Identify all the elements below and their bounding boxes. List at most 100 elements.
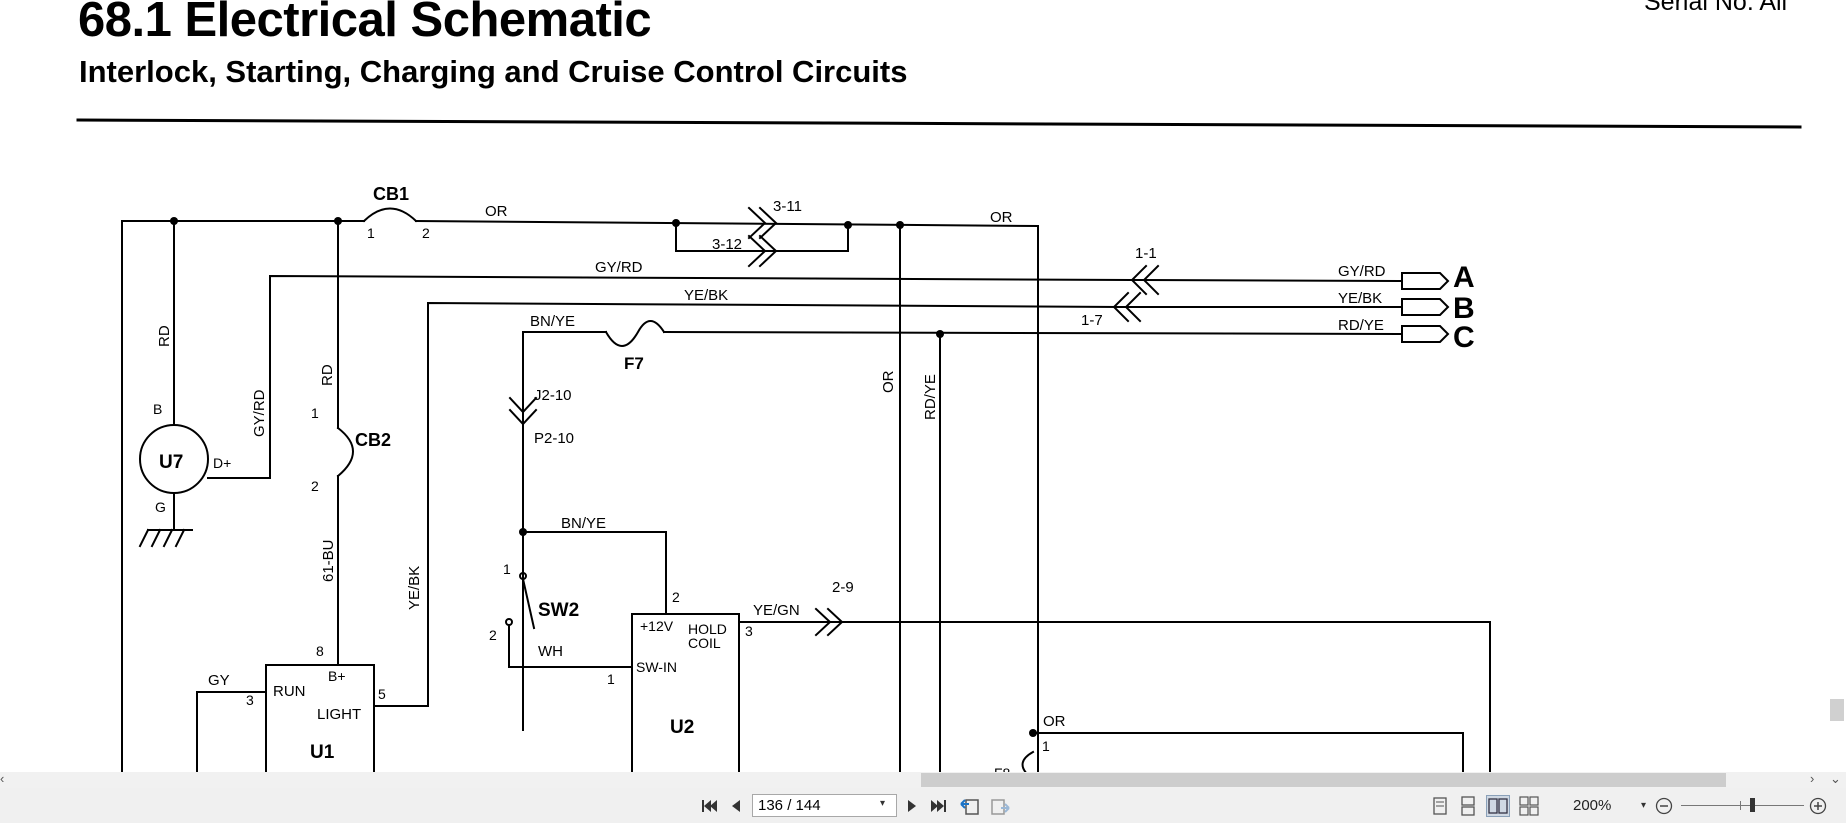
- wire-label-or: OR: [485, 203, 508, 220]
- first-page-button[interactable]: [698, 795, 720, 817]
- connector-p2-10-label: P2-10: [534, 430, 574, 447]
- output-a-label: A: [1453, 261, 1475, 294]
- facing-pages-icon: [1488, 798, 1508, 814]
- scroll-left-icon[interactable]: ‹: [0, 771, 5, 786]
- next-page-icon: [908, 800, 916, 812]
- connector-1-1-label: 1-1: [1135, 245, 1157, 262]
- document-page: CB1 CB2 U7 U1 U2 SW2 F7 3-11 3-12 1-1 1-…: [76, 0, 1802, 772]
- connector-1-7-label: 1-7: [1081, 312, 1103, 329]
- facing-continuous-view-button[interactable]: [1518, 795, 1540, 817]
- cb1-breaker-arc: [362, 207, 418, 223]
- u1-box: [265, 664, 375, 772]
- pin-label: 2: [311, 478, 319, 494]
- continuous-page-icon: [1461, 796, 1475, 816]
- wire-label-rd-ye: RD/YE: [1338, 317, 1384, 334]
- u1-label: U1: [310, 742, 335, 763]
- wire-label-ye-bk: YE/BK: [1338, 290, 1382, 307]
- wire-label-gy-rd: GY/RD: [1338, 263, 1386, 280]
- vertical-scrollbar[interactable]: [1826, 0, 1846, 772]
- pin-label: 1: [1042, 738, 1050, 754]
- connector-j2-10-label: J2-10: [534, 387, 572, 404]
- connector-2-9-label: 2-9: [832, 579, 854, 596]
- previous-page-button[interactable]: [726, 795, 746, 817]
- pin-label: 3: [745, 623, 753, 639]
- previous-view-button[interactable]: [958, 795, 982, 817]
- pin-label: B: [153, 401, 162, 417]
- single-page-view-button[interactable]: [1430, 795, 1450, 817]
- scroll-down-icon[interactable]: ⌄: [1830, 771, 1841, 786]
- header-rule: [76, 118, 1802, 129]
- pin-label: F8: [994, 765, 1011, 772]
- wire-label-61-bu: 61-BU: [320, 539, 337, 582]
- pin-label: 2: [422, 225, 430, 241]
- page-number-input[interactable]: 136 / 144: [752, 794, 897, 817]
- viewer-toolbar: 136 / 144 ▾ 200% ▾: [0, 788, 1846, 823]
- cb1-label: CB1: [373, 184, 409, 204]
- zoom-slider[interactable]: [1681, 805, 1804, 806]
- next-page-button[interactable]: [902, 795, 922, 817]
- horizontal-scroll-thumb[interactable]: [921, 773, 1726, 787]
- serial-number: Serial No. All: [1644, 0, 1788, 16]
- cb2-breaker-arc: [336, 426, 354, 478]
- pin-label: HOLD: [688, 621, 727, 637]
- previous-page-icon: [732, 800, 740, 812]
- last-page-button[interactable]: [928, 795, 950, 817]
- pin-label: SW-IN: [636, 659, 677, 675]
- pin-label: G: [155, 499, 166, 515]
- cb2-label: CB2: [355, 430, 391, 450]
- connector-3-12-label: 3-12: [712, 236, 742, 253]
- wire-label-rd: RD: [319, 364, 336, 386]
- wire-label-or: OR: [1043, 713, 1066, 730]
- wire-label-gy-rd: GY/RD: [595, 259, 643, 276]
- continuous-view-button[interactable]: [1458, 795, 1478, 817]
- zoom-out-button[interactable]: [1654, 795, 1674, 817]
- pin-label: 8: [316, 643, 324, 659]
- wire-label-rd-ye: RD/YE: [922, 374, 939, 420]
- electrical-schematic-diagram: CB1 CB2 U7 U1 U2 SW2 F7 3-11 3-12 1-1 1-…: [76, 118, 1802, 772]
- wire-label-gy: GY: [208, 672, 230, 689]
- page-title: 68.1 Electrical Schematic: [78, 0, 652, 47]
- pin-label: 5: [378, 686, 386, 702]
- zoom-level[interactable]: 200%: [1573, 797, 1612, 814]
- pin-label: RUN: [273, 683, 306, 700]
- zoom-in-icon: [1809, 797, 1827, 815]
- connector-3-11-label: 3-11: [773, 198, 802, 215]
- pin-label: 1: [607, 671, 615, 687]
- wire-label-or: OR: [990, 209, 1013, 226]
- wire-label-wh: WH: [538, 643, 563, 660]
- pin-label: 1: [367, 225, 375, 241]
- pin-label: +12V: [640, 618, 674, 634]
- pin-label: 1: [503, 561, 511, 577]
- facing-view-button[interactable]: [1486, 795, 1510, 817]
- pin-label: LIGHT: [317, 706, 361, 723]
- chevron-down-icon[interactable]: ▾: [1641, 800, 1647, 811]
- pin-label: 2: [672, 589, 680, 605]
- pin-label: B+: [328, 668, 346, 684]
- zoom-out-icon: [1655, 797, 1673, 815]
- next-view-button[interactable]: [988, 795, 1012, 817]
- chevron-down-icon[interactable]: ▾: [880, 798, 886, 809]
- u7-label: U7: [159, 452, 183, 473]
- first-page-icon: [702, 800, 717, 812]
- f7-label: F7: [624, 354, 644, 373]
- wire-label-ye-bk: YE/BK: [684, 287, 728, 304]
- wire-label-gy-rd: GY/RD: [251, 389, 268, 437]
- next-view-icon: [991, 799, 1010, 815]
- horizontal-scrollbar[interactable]: ‹ › ⌄: [0, 771, 1846, 788]
- wire-label-rd: RD: [156, 325, 173, 347]
- wire-label-bn-ye: BN/YE: [530, 313, 575, 330]
- scroll-right-icon[interactable]: ›: [1810, 771, 1815, 786]
- previous-view-icon: [960, 799, 979, 815]
- pin-label: 2: [489, 627, 497, 643]
- zoom-slider-thumb[interactable]: [1750, 798, 1756, 812]
- u2-label: U2: [670, 717, 694, 738]
- sw2-label: SW2: [538, 600, 579, 621]
- vertical-scroll-thumb[interactable]: [1830, 699, 1844, 721]
- output-b-label: B: [1453, 292, 1475, 325]
- pin-label: COIL: [688, 635, 721, 651]
- zoom-in-button[interactable]: [1808, 795, 1828, 817]
- page-subtitle: Interlock, Starting, Charging and Cruise…: [79, 54, 908, 89]
- wire-label-bn-ye: BN/YE: [561, 515, 606, 532]
- single-page-icon: [1433, 797, 1447, 815]
- wire-label-ye-bk: YE/BK: [406, 566, 423, 610]
